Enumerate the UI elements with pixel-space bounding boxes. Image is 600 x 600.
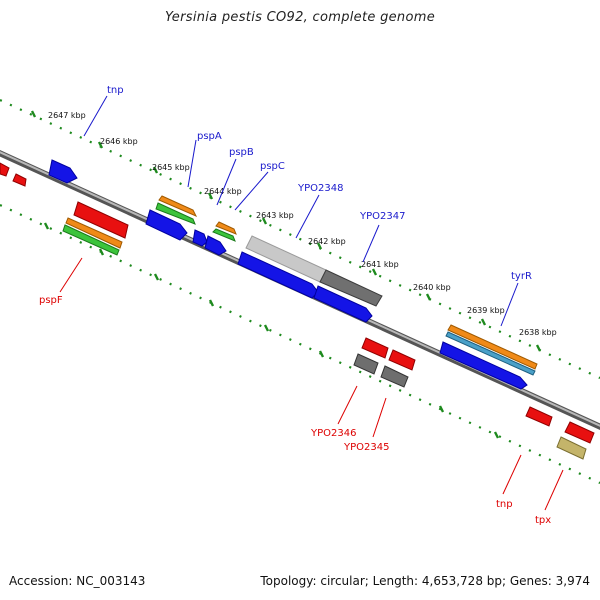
- gene-label: tyrR: [511, 271, 532, 282]
- cds-forward: [204, 235, 227, 256]
- gene-label: YPO2345: [343, 442, 389, 453]
- rna-forward: [212, 228, 236, 242]
- mrna-forward: [445, 331, 536, 376]
- cds-reverse: [388, 349, 416, 371]
- tick-label: 2640 kbp: [413, 283, 451, 292]
- features: [0, 159, 595, 460]
- forward-leaders: [83, 95, 519, 327]
- genome-summary-text: Topology: circular; Length: 4,653,728 bp…: [260, 574, 590, 588]
- cds-reverse: [525, 406, 553, 427]
- accession-text: Accession: NC_003143: [9, 574, 146, 588]
- reverse-labels: pspF YPO2346 YPO2345 tnp tpx: [39, 295, 551, 526]
- cds-forward: [48, 159, 78, 184]
- tick-label: 2646 kbp: [100, 137, 138, 146]
- gene-forward: [215, 221, 237, 235]
- gene-label: pspF: [39, 295, 63, 306]
- gene-label: pspB: [229, 147, 254, 158]
- tick-label: 2642 kbp: [308, 237, 346, 246]
- cds-reverse: [12, 173, 27, 187]
- cds-reverse: [564, 421, 595, 444]
- pseudogene-forward: [319, 269, 383, 307]
- gene-forward: [158, 195, 198, 218]
- forward-labels: tnp pspA pspB pspC YPO2348 YPO2347 tyrR: [107, 85, 532, 282]
- gene-label: pspA: [197, 131, 222, 142]
- cds-reverse: [73, 201, 129, 239]
- cds-reverse: [0, 162, 10, 177]
- gene-label: YPO2346: [310, 428, 356, 439]
- cds-forward: [313, 285, 373, 323]
- gene-label: tpx: [535, 515, 551, 526]
- tick-track-inner: [0, 204, 600, 484]
- gene-reverse: [65, 217, 123, 249]
- misc-reverse: [556, 436, 587, 460]
- gene-label: tnp: [107, 85, 124, 96]
- tick-label: 2641 kbp: [361, 260, 399, 269]
- tick-label: 2638 kbp: [519, 328, 557, 337]
- cds-forward: [145, 209, 188, 241]
- tick-label: 2643 kbp: [256, 211, 294, 220]
- cds-forward: [192, 229, 208, 247]
- gene-label: pspC: [260, 161, 285, 172]
- cds-reverse: [361, 337, 389, 359]
- rna-forward: [155, 202, 196, 225]
- reverse-leaders: [59, 257, 564, 511]
- gene-label: tnp: [496, 499, 513, 510]
- gene-forward: [447, 324, 538, 370]
- major-ticks: [30, 110, 542, 439]
- tick-label: 2647 kbp: [48, 111, 86, 120]
- rna-reverse: [62, 224, 120, 256]
- pseudogene-reverse: [353, 353, 379, 375]
- gene-label: YPO2348: [297, 183, 343, 194]
- pseudogene-reverse: [380, 365, 409, 388]
- map-title: Yersinia pestis CO92, complete genome: [164, 10, 435, 25]
- gene-label: YPO2347: [359, 211, 405, 222]
- tick-label: 2645 kbp: [152, 163, 190, 172]
- cds-forward: [439, 341, 528, 390]
- tick-label: 2639 kbp: [467, 306, 505, 315]
